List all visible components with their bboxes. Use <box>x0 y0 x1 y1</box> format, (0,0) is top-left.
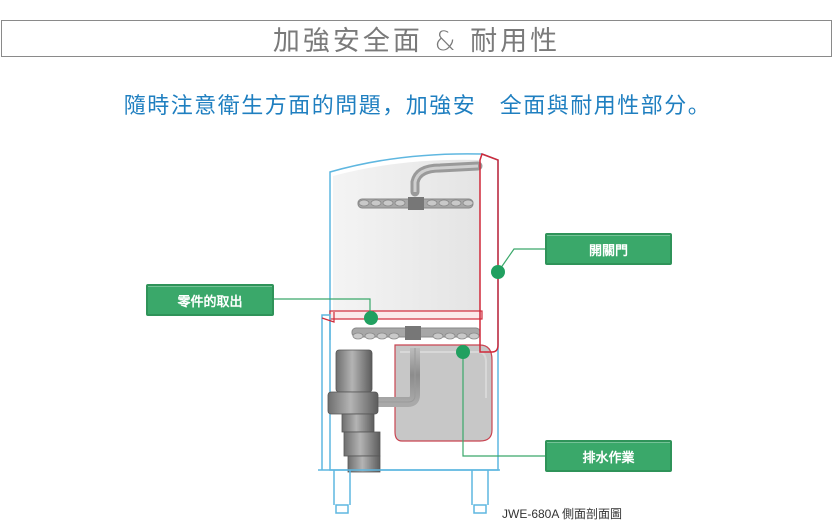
rack-tray <box>329 310 483 320</box>
parts-callout: 零件的取出 <box>146 284 274 316</box>
parts-callout-label: 零件的取出 <box>177 294 243 310</box>
upper-nozzles <box>358 199 474 207</box>
section-title: 加強安全面 & 耐用性 <box>272 26 561 57</box>
subtitle: 隨時注意衛生方面的問題，加強安 全面與耐用性部分。 <box>123 94 712 119</box>
door-outline <box>479 153 499 353</box>
lower-nozzles <box>352 332 480 340</box>
parts-marker <box>364 311 378 325</box>
drain-callout-label: 排水作業 <box>582 450 635 466</box>
left-inner-frame <box>321 314 331 470</box>
drain-marker <box>456 345 470 359</box>
pump-assembly <box>327 349 381 473</box>
door-callout-label: 開關門 <box>588 243 628 259</box>
right-leg <box>471 470 489 505</box>
section-title-bar: 加強安全面 & 耐用性 <box>1 20 832 57</box>
diagram-caption: JWE-680A 側面剖面圖 <box>502 507 623 521</box>
door-callout: 開關門 <box>545 233 672 265</box>
door-marker <box>491 265 505 279</box>
left-leg <box>333 470 351 505</box>
drain-leader-line <box>462 352 546 457</box>
wash-tank <box>394 344 493 442</box>
door-leader-line <box>497 248 546 273</box>
wash-chamber <box>333 159 480 318</box>
drain-callout: 排水作業 <box>545 440 672 472</box>
